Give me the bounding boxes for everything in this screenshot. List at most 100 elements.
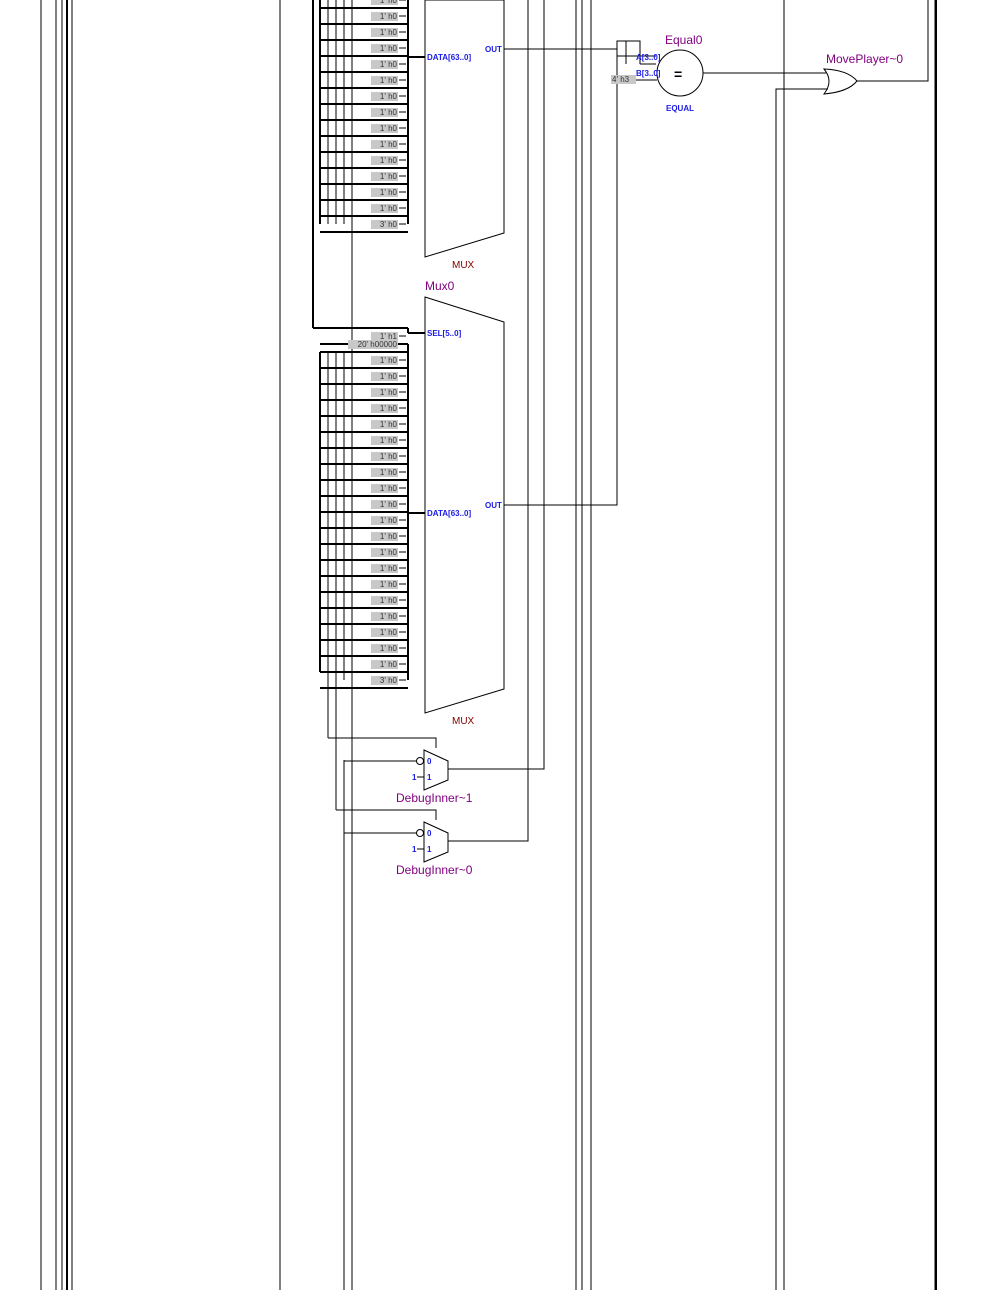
mux0-constant-label: 1' h0	[380, 452, 398, 461]
mux-top-constant-label: 1' h0	[380, 156, 398, 165]
equal0: Equal0 = A[3..0] B[3..0] 4' h3 EQUAL	[611, 33, 826, 113]
mux-top-constant-row: 1' h0	[320, 12, 408, 25]
mux-top-constant-box	[371, 124, 398, 133]
mux0-constant-box	[371, 628, 398, 637]
mux0-constant-row: 3' h0	[320, 676, 408, 689]
mux-top-constant-row: 1' h0	[320, 60, 408, 73]
mux-top-constant-box	[371, 204, 398, 213]
mux-top-constant-box	[371, 156, 398, 165]
debug-inner-0-in0: 0	[427, 829, 432, 838]
mux0-data-port: DATA[63..0]	[427, 509, 471, 518]
mux0-constant-row: 1' h0	[320, 580, 408, 593]
mux0-constant-row: 1' h0	[320, 532, 408, 545]
mux-top-constant-row: 1' h0	[320, 44, 408, 57]
mux-top-constant-box	[371, 140, 398, 149]
mux-top-constant-box	[371, 28, 398, 37]
equal0-name[interactable]: Equal0	[665, 33, 703, 47]
mux0-constant-row: 1' h0	[320, 628, 408, 641]
mux-top-constant-box	[371, 220, 398, 229]
mux-top-constant-box	[371, 12, 398, 21]
debug-inner-1-in0: 0	[427, 757, 432, 766]
mux-top-constant-box	[371, 92, 398, 101]
mux-top-constant-label: 1' h0	[380, 60, 398, 69]
mux-top-constant-label: 1' h0	[380, 44, 398, 53]
mux0-constant-row: 1' h0	[320, 356, 408, 369]
mux0-constant-box	[371, 332, 398, 341]
mux-top-constant-row: 1' h0	[320, 156, 408, 169]
debug-inner-1-body[interactable]	[423, 749, 449, 791]
mux-top-constant-box	[371, 172, 398, 181]
debug-inner-0-name[interactable]: DebugInner~0	[396, 863, 473, 877]
mux0-constant-row: 1' h0	[320, 644, 408, 657]
equal0-b-constant: 4' h3	[612, 75, 630, 84]
mux0-constant-label: 1' h0	[380, 404, 398, 413]
mux0-body[interactable]	[424, 296, 505, 714]
mux0-constant-box	[371, 404, 398, 413]
mux-top-data-port: DATA[63..0]	[427, 53, 471, 62]
mux0-constant-row: 1' h0	[320, 660, 408, 673]
or-gate-name[interactable]: MovePlayer~0	[826, 52, 903, 66]
mux0-constant-label: 1' h0	[380, 532, 398, 541]
mux-top-constant-row: 3' h0	[320, 220, 408, 233]
mux0-constant-label: 1' h0	[380, 500, 398, 509]
mux0-constant-box	[371, 612, 398, 621]
mux-top-constant-box	[371, 76, 398, 85]
mux-top-constant-label: 1' h0	[380, 172, 398, 181]
mux0-constant-box	[371, 500, 398, 509]
mux0-constant-label: 1' h0	[380, 612, 398, 621]
mux0-out-port: OUT	[485, 501, 502, 510]
mux-top-constant-row: 1' h0	[320, 0, 408, 9]
mux0-constant-row: 1' h0	[320, 404, 408, 417]
mux0-constant-box	[371, 516, 398, 525]
mux-top-constant-label: 1' h0	[380, 124, 398, 133]
debug-inner-1-name[interactable]: DebugInner~1	[396, 791, 473, 805]
debug-inner-1-in1: 1	[427, 773, 432, 782]
mux0-constant-box	[371, 468, 398, 477]
mux-top-constant-row: 1' h0	[320, 108, 408, 121]
mux0-constant-label: 1' h0	[380, 372, 398, 381]
debug-inner-0-const: 1	[412, 845, 417, 854]
debug-inner-0-body[interactable]	[423, 821, 449, 863]
mux0-name[interactable]: Mux0	[425, 279, 455, 293]
mux0-constant-row: 1' h0	[320, 500, 408, 513]
mux-top-constant-label: 3' h0	[380, 220, 398, 229]
mux-top-constant-label: 1' h0	[380, 12, 398, 21]
debug-inner-0: 0 1 1 DebugInner~0	[336, 0, 529, 877]
mux0-constant-label: 1' h0	[380, 628, 398, 637]
mux0-constant-box	[371, 420, 398, 429]
mux0-constant-box	[371, 452, 398, 461]
mux-top-constant-box	[371, 0, 398, 5]
or-gate-body[interactable]	[822, 68, 858, 95]
mux-top-body[interactable]	[424, 0, 505, 258]
mux0-constant-row: 1' h0	[320, 484, 408, 497]
debug-inner-1: 0 1 1 DebugInner~1	[328, 0, 545, 805]
mux0-constant-row: 1' h0	[320, 388, 408, 401]
mux-top-constant-label: 1' h0	[380, 92, 398, 101]
mux0-constant-label: 1' h0	[380, 596, 398, 605]
mux0-constant-box	[371, 372, 398, 381]
mux0-constant-box	[371, 580, 398, 589]
equal0-b-port: B[3..0]	[636, 69, 661, 78]
mux0-type-label: MUX	[452, 716, 475, 727]
mux0-constant-box	[371, 548, 398, 557]
mux-top-constant-label: 1' h0	[380, 108, 398, 117]
mux-top-constant-row: 1' h0	[320, 76, 408, 89]
mux0-constant-row: 1' h0	[320, 372, 408, 385]
mux0-constant-box	[371, 356, 398, 365]
mux-top: 1' h0 1' h0 1' h0 1' h0 1' h0 1' h0 1' h0 1' h0…	[320, 0, 505, 271]
mux-top-constant-row: 1' h0	[320, 92, 408, 105]
mux0-constant-label: 1' h0	[380, 484, 398, 493]
mux0-constant-box	[371, 532, 398, 541]
mux0-constant-row: 1' h0	[320, 516, 408, 529]
mux-top-constant-label: 1' h0	[380, 28, 398, 37]
debug-inner-0-in1: 1	[427, 845, 432, 854]
thick-wires	[66, 0, 937, 1290]
mux-top-constant-box	[371, 188, 398, 197]
equal0-type-label: EQUAL	[666, 104, 694, 113]
mux-top-constant-box	[371, 60, 398, 69]
mux0-constant-box	[371, 596, 398, 605]
mux0-constant-row: 1' h0	[320, 468, 408, 481]
mux0-constant-label: 1' h1	[380, 332, 398, 341]
